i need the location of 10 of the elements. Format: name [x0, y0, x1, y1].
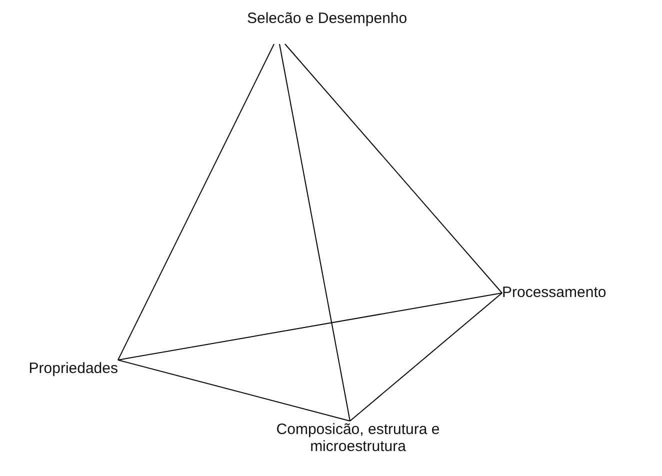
- edge-line: [118, 44, 275, 360]
- vertex-label: Propriedades: [10, 360, 118, 378]
- edge-line: [118, 292, 502, 360]
- edge-line: [350, 292, 502, 422]
- vertex-label: Processamento: [502, 284, 662, 302]
- vertex-label: Selecão e Desempenho: [247, 10, 416, 44]
- edge-line: [284, 44, 502, 294]
- vertex-label: Composicão, estrutura e microestrutura: [236, 421, 480, 457]
- edge-line: [279, 44, 350, 422]
- edge-line: [118, 360, 350, 422]
